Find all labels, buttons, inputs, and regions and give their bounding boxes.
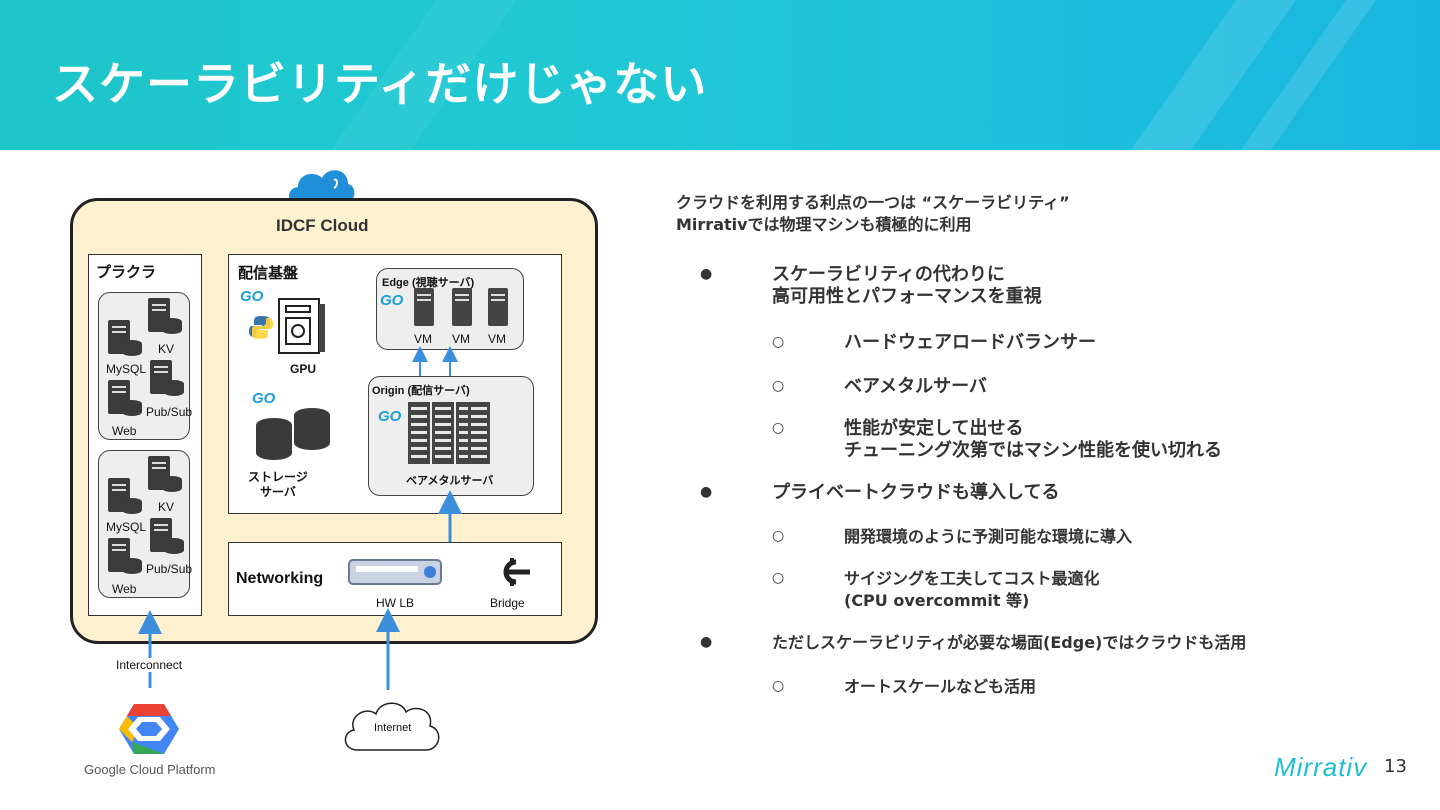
sub-bullet-text: 開発環境のように予測可能な環境に導入 (844, 527, 1133, 546)
go-logo-icon: GO (378, 408, 402, 425)
vm-server-icon (414, 288, 434, 326)
database-icon (162, 318, 182, 334)
sub-bullet-icon: ○ (772, 678, 785, 694)
database-icon (122, 558, 142, 574)
mysql-label: MySQL (106, 520, 147, 534)
go-logo-icon: GO (380, 292, 404, 309)
gpu-label: GPU (290, 362, 317, 376)
internet-cloud-icon (344, 702, 440, 751)
purakura-title: プラクラ (96, 264, 157, 281)
server-group-2 (98, 450, 190, 598)
page-number: 13 (1384, 756, 1407, 777)
interconnect-label: Interconnect (114, 658, 185, 672)
storage-icon (294, 408, 330, 450)
database-icon (164, 380, 184, 396)
python-logo-icon (249, 316, 273, 339)
cloud-icon (289, 170, 355, 204)
hw-lb-label: HW LB (376, 596, 415, 610)
go-logo-icon: GO (240, 288, 264, 305)
bullet-text: ただしスケーラビリティが必要な場面(Edge)ではクラウドも活用 (772, 633, 1247, 652)
rack-server-icon (432, 402, 454, 464)
storage-label: ストレージ サーバ (248, 470, 308, 499)
sub-bullet-icon: ○ (772, 528, 785, 544)
database-icon (122, 498, 142, 514)
sub-bullet-text: 性能が安定して出せる チューニング次第ではマシン性能を使い切れる (844, 418, 1222, 461)
edge-title: Edge (視聴サーバ) (382, 277, 475, 289)
title-banner: スケーラビリティだけじゃない (0, 0, 1440, 150)
vm-server-icon (452, 288, 472, 326)
hw-lb-icon (348, 559, 442, 585)
mirrativ-logo: Mirrativ (1274, 752, 1368, 782)
google-cloud-logo-icon (119, 704, 179, 754)
sub-bullet-text: ハードウェアロードバランサー (844, 332, 1096, 353)
storage-icon (256, 418, 292, 460)
bullet-icon: ● (700, 484, 713, 500)
bridge-icon (503, 558, 530, 586)
bullet-text: スケーラビリティの代わりに 高可用性とパフォーマンスを重視 (772, 264, 1042, 307)
database-icon (164, 538, 184, 554)
bridge-label: Bridge (490, 596, 525, 610)
rack-server-icon (468, 402, 490, 464)
database-icon (122, 340, 142, 356)
origin-title: Origin (配信サーバ) (372, 385, 470, 397)
sub-bullet-icon: ○ (772, 334, 785, 350)
baremetal-label: ベアメタルサーバ (406, 475, 494, 487)
gcp-label: Google Cloud Platform (84, 762, 216, 777)
web-label: Web (112, 582, 137, 596)
cloud-label: IDCF Cloud (276, 216, 369, 235)
slide-title: スケーラビリティだけじゃない (52, 57, 708, 111)
bullet-icon: ● (700, 266, 713, 282)
intro-line-2: Mirrativでは物理マシンも積極的に利用 (676, 215, 972, 234)
bullet-text: プライベートクラウドも導入してる (772, 482, 1060, 503)
internet-label: Internet (374, 722, 412, 734)
haishin-title: 配信基盤 (238, 265, 299, 282)
go-logo-icon: GO (252, 390, 276, 407)
database-icon (162, 476, 182, 492)
pubsub-label: Pub/Sub (146, 562, 193, 576)
sub-bullet-icon: ○ (772, 570, 785, 586)
origin-box (368, 376, 534, 496)
vm-server-icon (488, 288, 508, 326)
mysql-label: MySQL (106, 362, 147, 376)
sub-bullet-icon: ○ (772, 378, 785, 394)
sub-bullet-icon: ○ (772, 420, 785, 436)
vm-label: VM (488, 332, 506, 346)
connection-arrows (138, 346, 462, 690)
web-label: Web (112, 424, 137, 438)
database-icon (122, 400, 142, 416)
architecture-diagram: IDCF Cloud プラクラ KV MySQL Pub/Sub Web KV … (0, 150, 640, 810)
text-panel: クラウドを利用する利点の一つは “スケーラビリティ” Mirrativでは物理マ… (676, 192, 1396, 236)
server-group-1 (98, 292, 190, 440)
sub-bullet-text: ベアメタルサーバ (844, 376, 987, 397)
sub-bullet-text: オートスケールなども活用 (844, 677, 1037, 696)
vm-label: VM (452, 332, 470, 346)
intro-line-1: クラウドを利用する利点の一つは “スケーラビリティ” (676, 193, 1070, 212)
bullet-icon: ● (700, 634, 713, 650)
pubsub-label: Pub/Sub (146, 405, 193, 419)
rack-server-icon (408, 402, 430, 464)
kv-label: KV (158, 500, 175, 514)
gpu-icon (278, 298, 325, 354)
sub-bullet-text: サイジングを工夫してコスト最適化 (CPU overcommit 等) (844, 569, 1100, 610)
kv-label: KV (158, 342, 175, 356)
vm-label: VM (414, 332, 432, 346)
networking-title: Networking (236, 570, 324, 587)
